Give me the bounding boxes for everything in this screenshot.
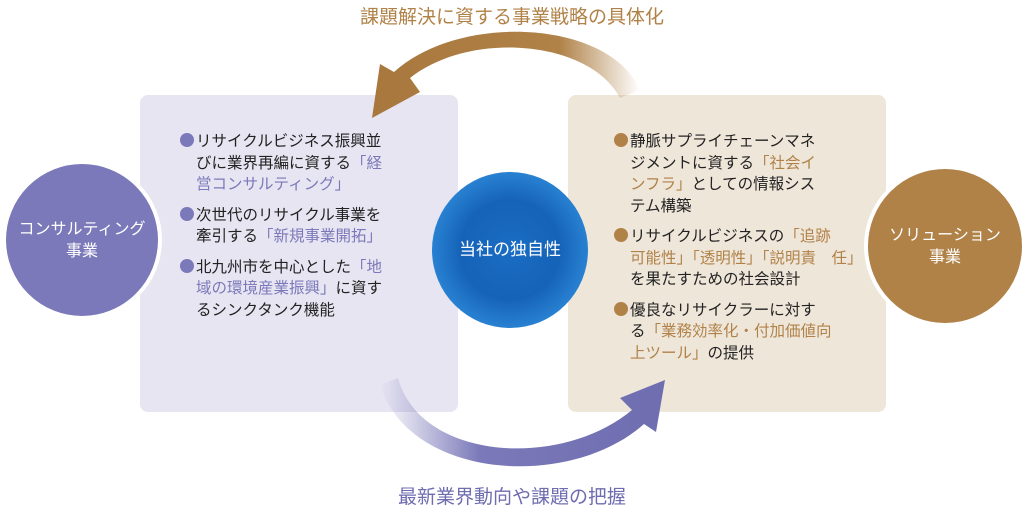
bullet-icon: [180, 258, 194, 273]
circle-label: 当社の独自性: [459, 240, 561, 260]
item-text: 次世代のリサイクル事業を: [196, 205, 382, 224]
item-line: ンフラ」としての情報シス: [614, 174, 863, 196]
uniqueness-circle: 当社の独自性: [432, 172, 588, 328]
item-line: 北九州市を中心とした「地: [180, 257, 382, 279]
item-text: 牽引する: [196, 227, 259, 245]
solution-items: 静脈サプライチェーンマネジメントに資する「社会インフラ」としての情報システム構築…: [614, 131, 863, 373]
circle-label: ソリューション: [889, 225, 1001, 244]
item-line: リサイクルビジネス振興並: [180, 131, 382, 153]
highlight-text: 「業務効率化・付加価値向: [645, 322, 832, 340]
list-item: 北九州市を中心とした「地域の環境産業振興」に資するシンクタンク機能: [180, 257, 382, 322]
list-item: 静脈サプライチェーンマネジメントに資する「社会インフラ」としての情報システム構築: [614, 131, 863, 217]
consulting-business-circle: コンサルティング事業: [2, 160, 162, 320]
list-item: 次世代のリサイクル事業を牽引する「新規事業開拓」: [180, 205, 382, 248]
item-line: 域の環境産業振興」に資す: [180, 278, 382, 300]
solution-panel: [568, 95, 886, 412]
item-text: 静脈サプライチェーンマネ: [630, 132, 816, 150]
item-text: テム構築: [630, 196, 692, 215]
item-line: ジメントに資する「社会イ: [614, 153, 863, 175]
highlight-text: 「社会イ: [754, 153, 817, 172]
item-text: リサイクルビジネスの: [630, 227, 785, 245]
item-text: びに業界再編に資する: [196, 153, 352, 172]
list-item: リサイクルビジネスの「追跡可能性」「透明性」「説明責 任」を果たすための社会設計: [614, 226, 863, 291]
highlight-text: 「経: [351, 153, 383, 172]
consulting-panel: [140, 95, 458, 412]
bullet-icon: [614, 133, 628, 147]
item-line: る「業務効率化・付加価値向: [614, 321, 863, 343]
bottom-caption: 最新業界動向や課題の把握: [397, 486, 626, 508]
item-text: るシンクタンク機能: [196, 300, 335, 319]
item-line: びに業界再編に資する「経: [180, 153, 382, 175]
item-line: 上ツール」の提供: [614, 343, 863, 365]
item-line: 優良なリサイクラーに対す: [614, 300, 863, 322]
circle-label: 事業: [65, 241, 98, 260]
top-arrow: [372, 31, 640, 119]
item-line: 静脈サプライチェーンマネ: [614, 131, 863, 153]
highlight-text: 「地: [351, 257, 383, 276]
item-line: を果たすための社会設計: [614, 269, 863, 291]
highlight-text: 上ツール」: [630, 343, 708, 362]
list-item: リサイクルビジネス振興並びに業界再編に資する「経営コンサルティング」: [180, 131, 382, 196]
item-text: る: [630, 322, 646, 340]
item-text: を果たすための社会設計: [630, 270, 801, 288]
circle-label: 事業: [928, 247, 961, 266]
highlight-text: ンフラ」: [630, 175, 692, 193]
bullet-icon: [614, 301, 628, 316]
item-text: 北九州市を中心とした: [196, 257, 352, 276]
item-line: テム構築: [614, 196, 863, 218]
solution-business-circle: ソリューション事業: [864, 165, 1024, 327]
bullet-icon: [614, 228, 628, 242]
item-text: ジメントに資する: [630, 153, 755, 172]
highlight-text: 域の環境産業振興」: [196, 279, 336, 297]
item-text: としての情報シス: [691, 175, 816, 193]
item-text: の提供: [707, 343, 755, 362]
item-line: リサイクルビジネスの「追跡: [614, 226, 863, 248]
item-line: 牽引する「新規事業開拓」: [180, 226, 382, 248]
highlight-text: 「新規事業開拓」: [258, 227, 383, 245]
item-text: 優良なリサイクラーに対す: [630, 300, 816, 319]
highlight-text: 可能性」「透明性」「説明責 任」: [630, 248, 863, 267]
highlight-text: 「追跡: [784, 227, 831, 245]
item-line: るシンクタンク機能: [180, 300, 382, 322]
item-line: 次世代のリサイクル事業を: [180, 205, 382, 227]
bullet-icon: [180, 133, 194, 147]
item-line: 営コンサルティング」: [180, 174, 382, 196]
highlight-text: 営コンサルティング」: [196, 175, 351, 193]
bullet-icon: [180, 206, 194, 221]
circle-label: コンサルティング: [18, 219, 146, 238]
top-caption: 課題解決に資する事業戦略の具体化: [359, 6, 664, 28]
item-line: 可能性」「透明性」「説明責 任」: [614, 248, 863, 270]
bottom-arrow: [380, 378, 665, 467]
list-item: 優良なリサイクラーに対する「業務効率化・付加価値向上ツール」の提供: [614, 300, 863, 365]
item-text: リサイクルビジネス振興並: [196, 132, 382, 150]
item-text: に資す: [335, 279, 383, 297]
consulting-items: リサイクルビジネス振興並びに業界再編に資する「経営コンサルティング」次世代のリサ…: [180, 131, 382, 330]
